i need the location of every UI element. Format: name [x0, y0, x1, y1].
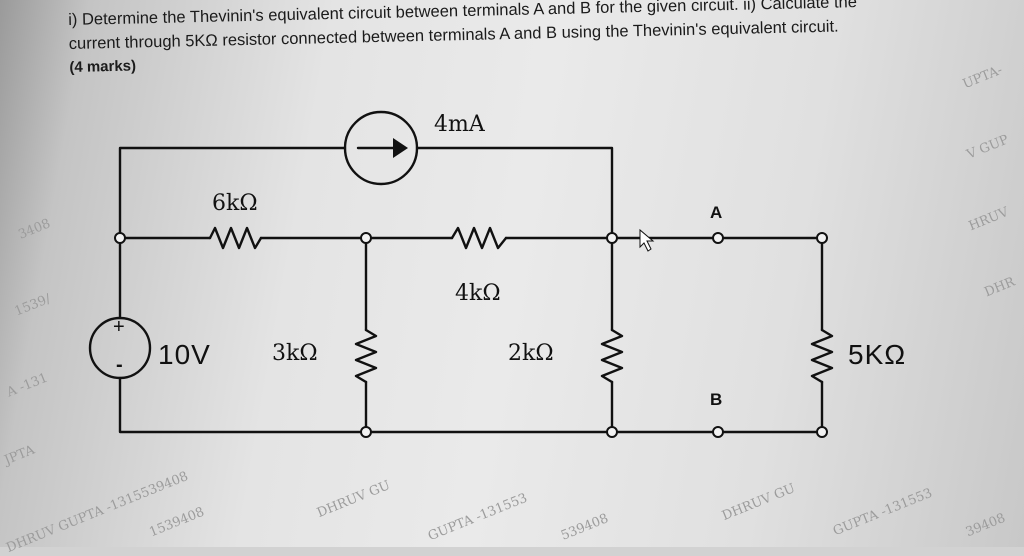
node-bottom-middle — [360, 426, 372, 438]
wire-top-left — [118, 146, 347, 240]
resistor-3k-zigzag — [354, 328, 378, 384]
voltage-source-label: 10V — [158, 339, 211, 370]
node-load-top — [816, 232, 828, 244]
resistor-6k-zigzag — [208, 226, 263, 250]
node-right — [606, 232, 618, 244]
node-load-bottom — [816, 426, 828, 438]
resistor-2k-label: 2kΩ — [508, 341, 554, 366]
terminal-b-label: B — [710, 390, 722, 409]
mouse-cursor-icon — [639, 228, 655, 252]
resistor-3k-label: 3kΩ — [272, 341, 318, 366]
resistor-2k-zigzag — [600, 328, 624, 384]
terminal-b-node — [712, 426, 724, 438]
node-bottom-right — [606, 426, 618, 438]
terminal-a-node — [712, 232, 724, 244]
resistor-load-label: 5KΩ — [848, 339, 906, 370]
wire-source-down — [118, 376, 368, 434]
arrow-icon — [393, 138, 408, 158]
terminal-a-label: A — [710, 203, 722, 222]
voltage-source-plus: + — [113, 316, 125, 338]
resistor-4k-label: 4kΩ — [455, 281, 501, 306]
voltage-source-minus: - — [116, 354, 123, 376]
current-source-label: 4mA — [434, 112, 486, 137]
resistor-5k-zigzag — [810, 328, 834, 384]
resistor-6k-label: 6kΩ — [212, 191, 258, 216]
node-left-top — [114, 232, 126, 244]
wire-top-right — [415, 146, 614, 240]
node-middle — [360, 232, 372, 244]
current-source-circle — [343, 110, 419, 186]
voltage-source-circle — [88, 316, 152, 380]
resistor-4k-zigzag — [450, 226, 508, 250]
